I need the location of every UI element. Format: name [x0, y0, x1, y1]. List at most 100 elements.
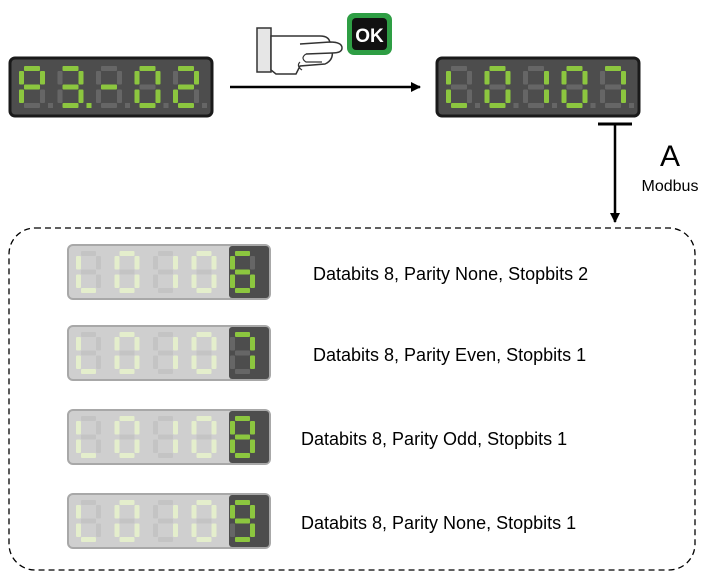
segment-e [191, 523, 197, 537]
segment-a [235, 500, 250, 505]
segment-b [96, 505, 101, 519]
segment-d [451, 103, 467, 108]
segment-f [76, 256, 81, 270]
segment-a [196, 251, 212, 256]
option-digit-1 [76, 251, 101, 293]
segment-g [235, 350, 250, 356]
digit-1 [446, 66, 480, 108]
segment-a [158, 500, 173, 505]
option-digit-4 [191, 251, 217, 293]
option-digit-4 [191, 332, 217, 374]
segment-d [235, 288, 250, 293]
segment-e [523, 89, 528, 103]
segment-d [119, 288, 135, 293]
segment-b [505, 71, 511, 85]
segment-f [230, 337, 235, 351]
segment-d [139, 103, 156, 108]
segment-d [196, 537, 212, 542]
option-description: Databits 8, Parity Even, Stopbits 1 [313, 345, 586, 365]
segment-e [96, 89, 101, 103]
segment-e [114, 355, 120, 369]
segment-b [250, 421, 255, 435]
segment-d [158, 453, 173, 458]
option-digit-3 [153, 332, 178, 374]
ok-button-face [352, 18, 387, 50]
segment-f [191, 256, 197, 270]
segment-d [235, 369, 250, 374]
segment-b [211, 256, 217, 270]
segment-b [467, 71, 472, 85]
segment-f [153, 505, 158, 519]
segment-f [523, 71, 528, 85]
segment-e [76, 274, 81, 288]
segment-d [81, 369, 96, 374]
segment-a [196, 416, 212, 421]
segment-d [24, 103, 40, 108]
segment-g [81, 350, 96, 356]
segment-a [158, 251, 173, 256]
segment-g [24, 84, 40, 90]
segment-b [250, 505, 255, 519]
pressing-hand-icon [256, 27, 343, 75]
segment-d [489, 103, 506, 108]
segment-g [528, 84, 544, 90]
segment-g [158, 518, 173, 524]
segment-g [158, 350, 173, 356]
segment-b [211, 337, 217, 351]
ok-button[interactable]: OK [347, 13, 392, 55]
segment-a [158, 416, 173, 421]
segment-a [451, 66, 467, 71]
segment-e [230, 355, 235, 369]
digit-4 [134, 66, 169, 108]
segment-a [178, 66, 194, 71]
segment-f [561, 71, 567, 85]
segment-d [119, 537, 135, 542]
segment-b [155, 71, 161, 85]
option-digit-1 [76, 332, 101, 374]
segment-d [196, 288, 212, 293]
segment-d [119, 369, 135, 374]
segment-f [114, 505, 120, 519]
segment-c [173, 439, 178, 453]
segment-b [173, 256, 178, 270]
segment-e [153, 523, 158, 537]
segment-f [114, 337, 120, 351]
option-digit-4 [191, 500, 217, 542]
segment-g [81, 269, 96, 275]
segment-b [96, 421, 101, 435]
segment-f [153, 256, 158, 270]
segment-g [566, 84, 583, 90]
segment-a [119, 251, 135, 256]
segment-c [250, 439, 255, 453]
segment-e [191, 439, 197, 453]
segment-b [96, 337, 101, 351]
segment-e [76, 439, 81, 453]
segment-a [101, 66, 117, 71]
segment-g [451, 84, 467, 90]
segment-g [605, 84, 621, 90]
segment-f [230, 421, 235, 435]
segment-a [528, 66, 544, 71]
segment-b [134, 505, 140, 519]
segment-e [76, 355, 81, 369]
segment-d [235, 537, 250, 542]
segment-a [81, 416, 96, 421]
branch-sublabel: Modbus [642, 178, 699, 195]
target-parameter-display [435, 56, 641, 118]
segment-f [173, 71, 178, 85]
segment-f [153, 421, 158, 435]
segment-c [155, 89, 161, 103]
ok-button-label: OK [355, 26, 384, 47]
segment-b [78, 71, 84, 85]
segment-f [19, 71, 24, 85]
segment-f [76, 505, 81, 519]
segment-b [582, 71, 588, 85]
segment-b [250, 256, 255, 270]
segment-c [96, 439, 101, 453]
segment-f [76, 421, 81, 435]
segment-a [235, 332, 250, 337]
segment-g [119, 518, 135, 524]
segment-d [158, 288, 173, 293]
decimal-point [513, 103, 519, 108]
segment-a [605, 66, 621, 71]
